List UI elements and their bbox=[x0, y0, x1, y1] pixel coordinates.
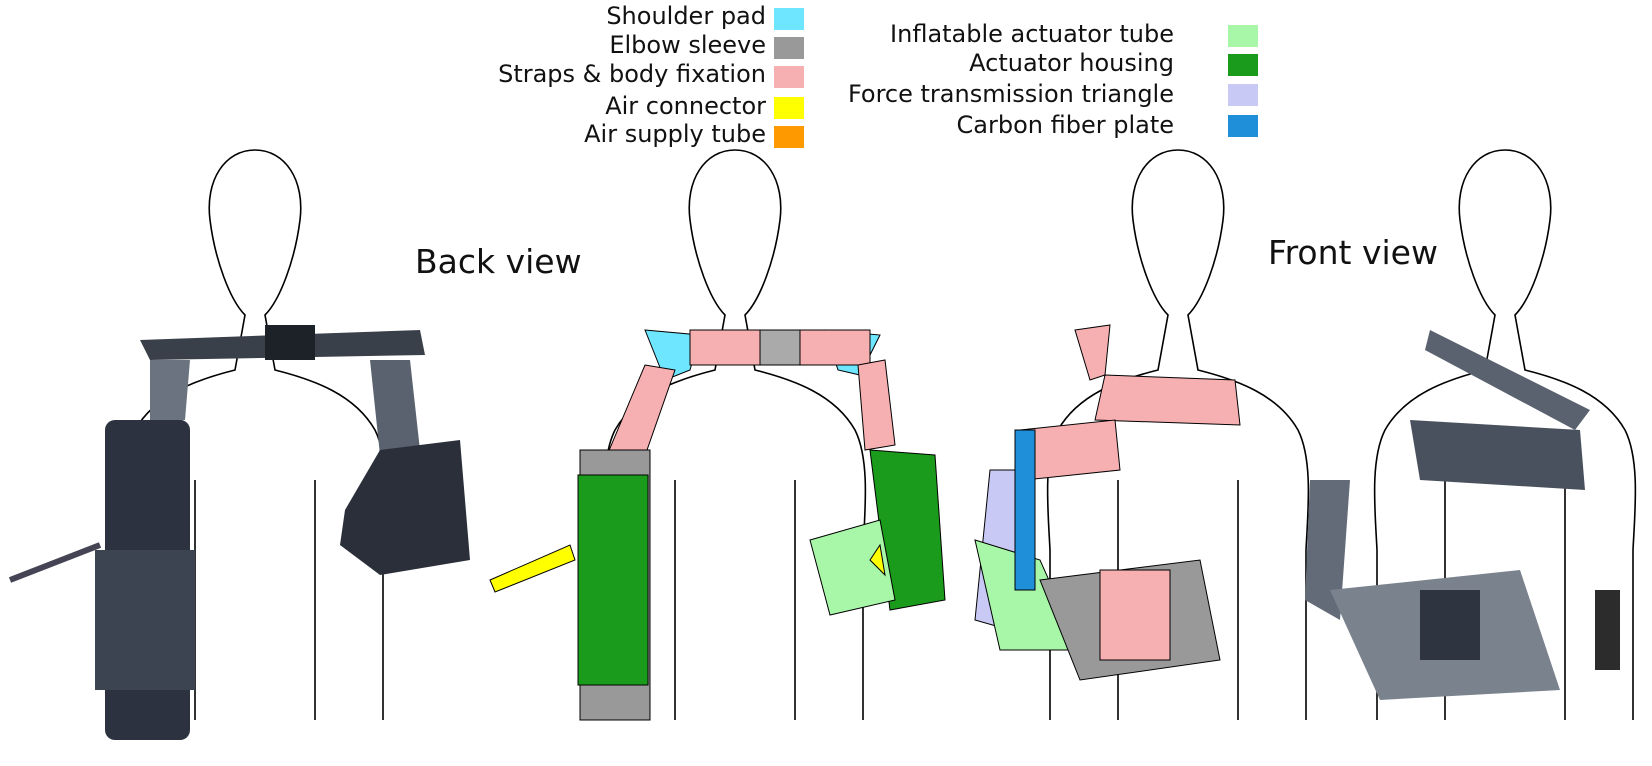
back-view-colored bbox=[489, 149, 946, 721]
legend-label-air-supply-tube: Air supply tube bbox=[584, 120, 766, 148]
legend-label-force-triangle: Force transmission triangle bbox=[847, 80, 1174, 108]
legend-swatch-carbon-plate bbox=[1228, 115, 1258, 137]
legend-swatch-shoulder-pad bbox=[774, 8, 804, 30]
legend-swatch-air-connector bbox=[774, 97, 804, 119]
legend-swatch-actuator-housing bbox=[1228, 54, 1258, 76]
legend-swatch-straps bbox=[774, 66, 804, 88]
back-view-label: Back view bbox=[415, 242, 582, 281]
legend-label-air-connector: Air connector bbox=[605, 92, 766, 120]
legend-label-inflatable-tube: Inflatable actuator tube bbox=[890, 20, 1174, 48]
legend-label-shoulder-pad: Shoulder pad bbox=[606, 2, 766, 30]
legend-swatch-force-triangle bbox=[1228, 84, 1258, 106]
legend-swatch-air-supply-tube bbox=[774, 126, 804, 148]
legend-label-elbow-sleeve: Elbow sleeve bbox=[609, 31, 766, 59]
front-view-photo bbox=[1305, 149, 1637, 721]
legend-swatch-inflatable-tube bbox=[1228, 25, 1258, 47]
front-view-label: Front view bbox=[1268, 233, 1438, 272]
front-view-colored bbox=[974, 149, 1310, 721]
legend-label-actuator-housing: Actuator housing bbox=[969, 49, 1174, 77]
back-view-photo bbox=[8, 149, 470, 740]
legend-swatch-elbow-sleeve bbox=[774, 37, 804, 59]
legend-label-carbon-plate: Carbon fiber plate bbox=[956, 111, 1175, 139]
legend-label-straps: Straps & body fixation bbox=[498, 60, 766, 88]
